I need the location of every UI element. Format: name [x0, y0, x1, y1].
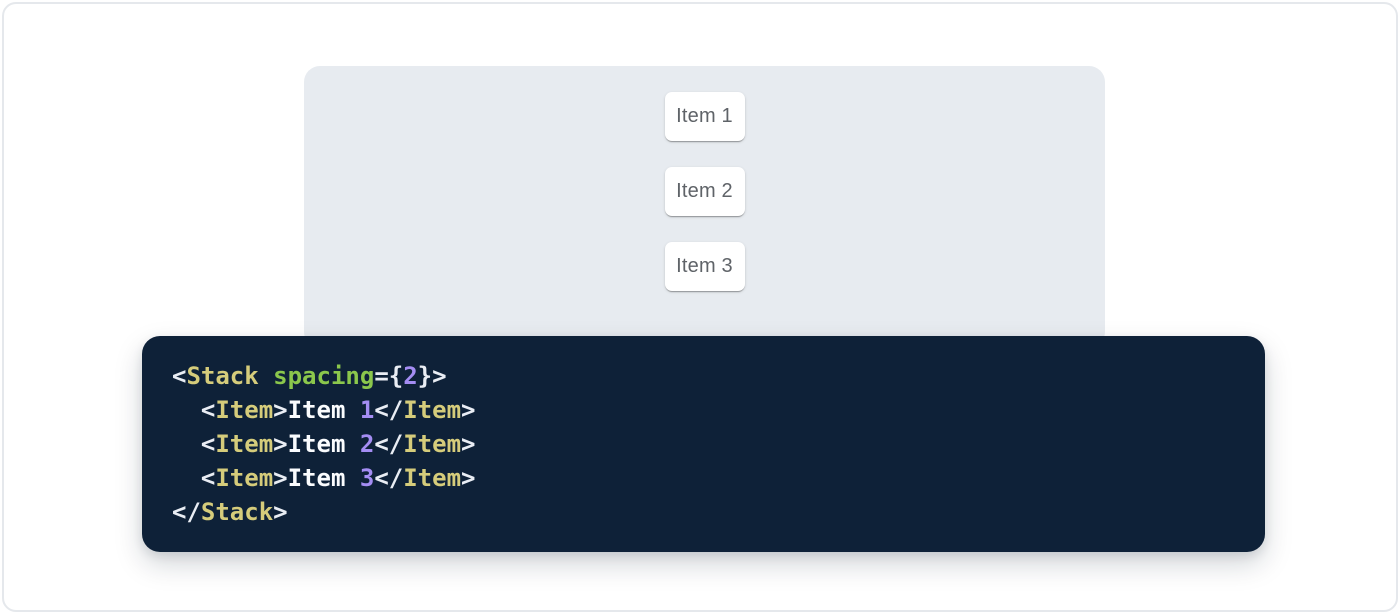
stack-demo-preview-panel: Item 1 Item 2 Item 3	[304, 66, 1105, 348]
stack-item-label: Item 1	[676, 105, 733, 128]
code-token-punctuation: >	[461, 396, 475, 424]
code-token-tag: Item	[403, 464, 461, 492]
code-token-punctuation: >	[461, 464, 475, 492]
stack-item-card: Item 3	[665, 242, 745, 291]
code-token-tag: Item	[403, 396, 461, 424]
code-lines: <Stack spacing={2}> <Item>Item 1</Item> …	[172, 359, 1241, 529]
code-token-punctuation: >	[432, 362, 446, 390]
code-token-punctuation: </	[374, 464, 403, 492]
code-token-punctuation: >	[273, 498, 287, 526]
code-token-punctuation: }	[418, 362, 432, 390]
code-token-attr-name: spacing	[273, 362, 374, 390]
code-token-punctuation: <	[201, 464, 215, 492]
code-token-plain: Item	[288, 430, 360, 458]
code-snippet-block: <Stack spacing={2}> <Item>Item 1</Item> …	[142, 336, 1265, 552]
code-token-tag: Stack	[201, 498, 273, 526]
code-token-number: 1	[360, 396, 374, 424]
code-token-tag: Item	[215, 464, 273, 492]
code-token-punctuation: =	[374, 362, 388, 390]
code-token-punctuation: </	[172, 498, 201, 526]
code-token-tag: Stack	[186, 362, 258, 390]
stack-item-label: Item 3	[676, 255, 733, 278]
code-token-tag: Item	[215, 430, 273, 458]
code-line: </Stack>	[172, 495, 1241, 529]
stack-item-label: Item 2	[676, 180, 733, 203]
code-token-plain: Item	[288, 396, 360, 424]
code-token-punctuation: </	[374, 430, 403, 458]
code-token-punctuation: >	[273, 430, 287, 458]
code-line: <Item>Item 1</Item>	[172, 393, 1241, 427]
code-token-plain: Item	[288, 464, 360, 492]
code-token-tag: Item	[403, 430, 461, 458]
code-token-number: 2	[403, 362, 417, 390]
code-token-punctuation: {	[389, 362, 403, 390]
stack-item-card: Item 1	[665, 92, 745, 141]
stack-item-card: Item 2	[665, 167, 745, 216]
code-token-punctuation: >	[273, 396, 287, 424]
code-token-number: 3	[360, 464, 374, 492]
code-token-punctuation: <	[201, 430, 215, 458]
code-token-punctuation: >	[273, 464, 287, 492]
code-token-punctuation: </	[374, 396, 403, 424]
code-token-tag: Item	[215, 396, 273, 424]
code-token-plain	[172, 464, 201, 492]
code-token-punctuation: <	[201, 396, 215, 424]
code-token-number: 2	[360, 430, 374, 458]
code-token-plain	[172, 396, 201, 424]
code-line: <Item>Item 2</Item>	[172, 427, 1241, 461]
code-token-punctuation: >	[461, 430, 475, 458]
code-token-plain	[259, 362, 273, 390]
code-line: <Item>Item 3</Item>	[172, 461, 1241, 495]
code-token-plain	[172, 430, 201, 458]
code-line: <Stack spacing={2}>	[172, 359, 1241, 393]
code-token-punctuation: <	[172, 362, 186, 390]
